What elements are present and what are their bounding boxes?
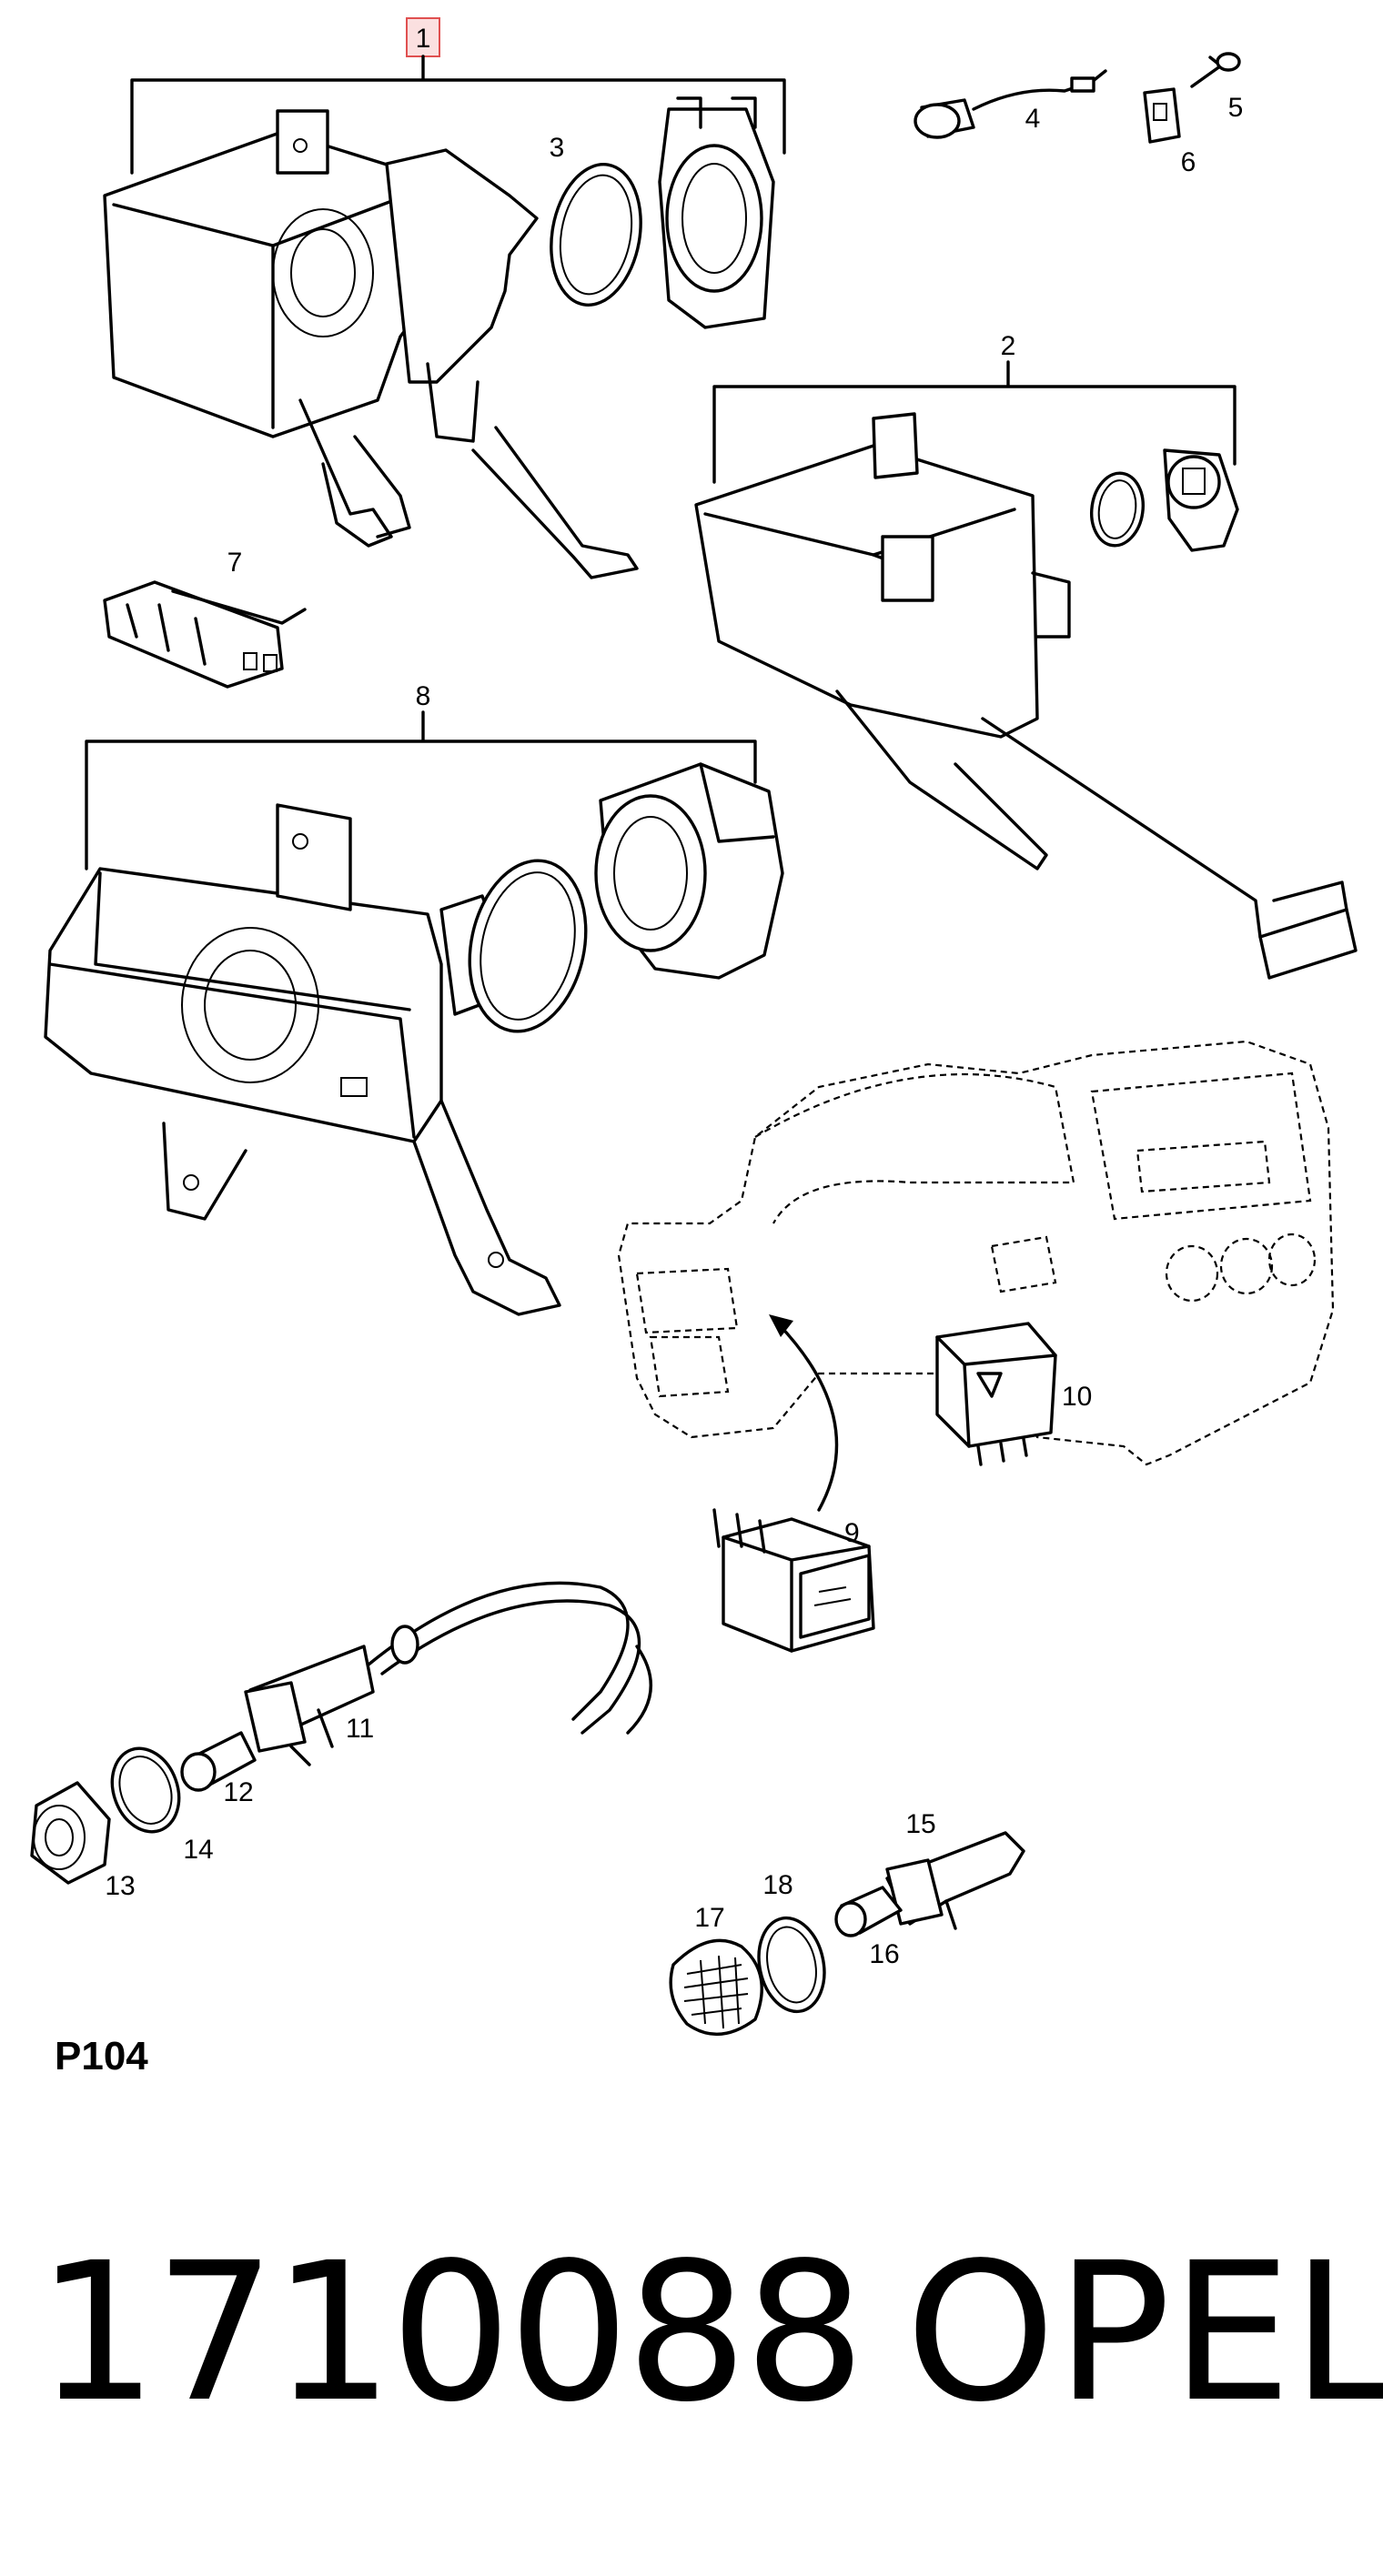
callout-5: 5: [1228, 93, 1244, 123]
callout-14: 14: [183, 1835, 213, 1865]
callout-12: 12: [223, 1777, 253, 1807]
dashboard-outline: [617, 1040, 1335, 1466]
sealing-ring-14: 14: [110, 1746, 214, 1865]
sealing-ring-8: [468, 859, 588, 1033]
callout-2: 2: [1001, 331, 1016, 361]
pointer-arrowhead: [769, 1314, 793, 1337]
callout-13: 13: [105, 1871, 135, 1901]
wiring-harness-11: 11: [244, 1581, 652, 1766]
callout-3: 3: [550, 133, 565, 163]
callout-8: 8: [416, 681, 431, 711]
callout-1: 1: [416, 24, 431, 54]
fog-lamp-assembly-3: [44, 803, 561, 1316]
callout-16: 16: [869, 1939, 899, 1969]
page-code: P104: [55, 2034, 148, 2078]
callout-6: 6: [1181, 147, 1196, 177]
bulb-socket-2: [1163, 448, 1239, 552]
fog-lamp-switch-9: 9: [712, 1508, 875, 1653]
socket-15: 15: [885, 1809, 1025, 1930]
sealing-ring-3: 3: [550, 133, 642, 307]
brand-name: OPEL: [905, 2221, 1383, 2444]
callout-4: 4: [1025, 104, 1041, 134]
callout-7: 7: [227, 548, 243, 578]
callout-10: 10: [1062, 1382, 1092, 1412]
footer: 1710088 OPEL: [36, 2219, 1383, 2447]
connector-7: 7: [103, 548, 307, 689]
callout-8-group: 8: [85, 681, 757, 870]
reflector-holder-8: [594, 762, 784, 980]
screw-5: 5: [1190, 52, 1244, 123]
callout-1-group[interactable]: 1: [130, 17, 786, 175]
lens-17: 17: [669, 1903, 763, 2036]
pointer-arrow: [776, 1322, 839, 1512]
parts-diagram: 1 3 4 5: [30, 17, 1358, 2036]
bulb-12: 12: [180, 1731, 257, 1807]
relay-10: 10: [935, 1322, 1092, 1466]
sealing-ring-18: 18: [757, 1870, 826, 2014]
fog-lamp-assembly-1: [103, 109, 639, 579]
bulb-with-lead-4: 4: [914, 69, 1107, 139]
part-number: 1710088: [36, 2221, 865, 2444]
callout-11: 11: [346, 1714, 374, 1744]
fog-lamp-assembly-2: [694, 412, 1358, 980]
callout-18: 18: [762, 1870, 792, 1900]
lens-13: 13: [30, 1781, 136, 1901]
callout-17: 17: [694, 1903, 724, 1933]
reflector-holder-upper: [658, 96, 775, 329]
clip-6: 6: [1143, 87, 1196, 177]
sealing-ring-2: [1090, 471, 1145, 548]
callout-2-group: 2: [712, 331, 1237, 484]
callout-9: 9: [844, 1518, 860, 1548]
bulb-16: 16: [834, 1886, 903, 1969]
callout-15: 15: [905, 1809, 935, 1839]
